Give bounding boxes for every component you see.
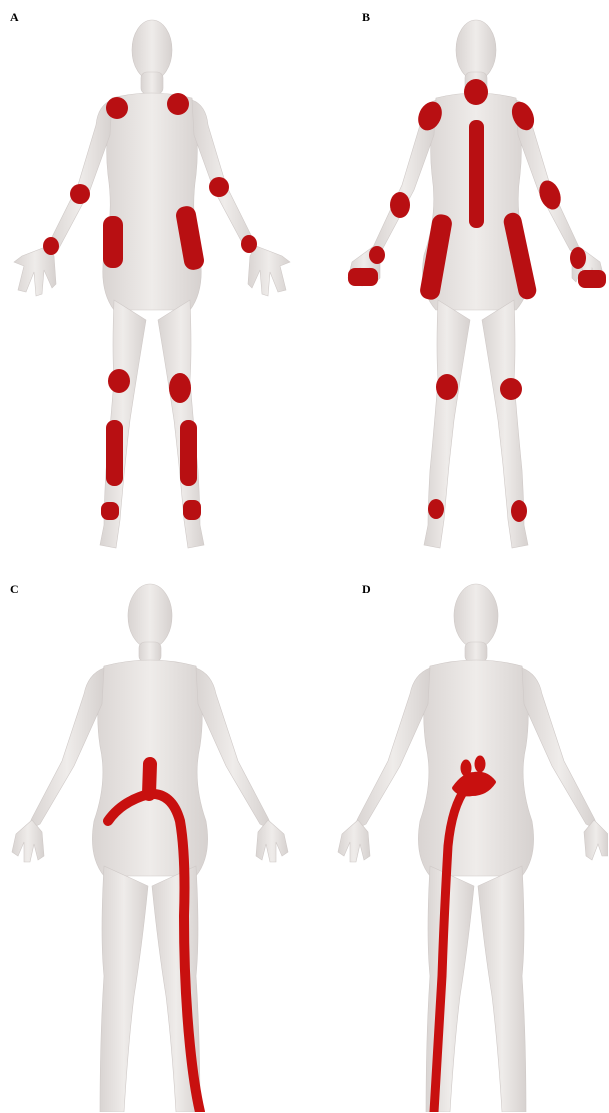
marker-left-knee [436,374,458,400]
marker-right-wrist [241,235,257,253]
body-figure-back [0,556,304,1112]
marker-left-elbow [390,192,410,218]
panel-c-back-view: C [0,556,304,1112]
panel-b-back-view: B [304,0,608,556]
marker-right-knee [169,373,191,403]
marker-lumbar-left-node [461,760,471,776]
body-silhouette [12,584,288,1112]
marker-right-wrist [570,247,586,269]
panel-d-back-view: D [304,556,608,1112]
marker-left-ankle [101,502,119,520]
marker-right-ankle [183,500,201,520]
marker-right-ankle [511,500,527,522]
marker-left-shoulder [106,97,128,119]
marker-right-shin [180,420,197,486]
body-silhouette [14,20,290,548]
marker-left-wrist [43,237,59,255]
marker-lumbar-right-node [475,756,485,772]
marker-left-knee [108,369,130,393]
marker-right-shoulder [167,93,189,115]
marker-left-ankle [428,499,444,519]
marker-neck [464,79,488,105]
marker-spine [469,120,484,228]
marker-left-wrist [369,246,385,264]
body-figure-back [304,556,608,1112]
marker-right-hand [578,270,606,288]
marker-left-shin [106,420,123,486]
marker-left-hand [348,268,378,286]
body-figure-back [304,0,608,556]
marker-left-hip [103,216,123,268]
body-silhouette [338,584,608,1112]
marker-right-knee [500,378,522,400]
marker-right-elbow [209,177,229,197]
marker-left-elbow [70,184,90,204]
body-figure-front [0,0,304,556]
panel-a-front-view: A [0,0,304,556]
